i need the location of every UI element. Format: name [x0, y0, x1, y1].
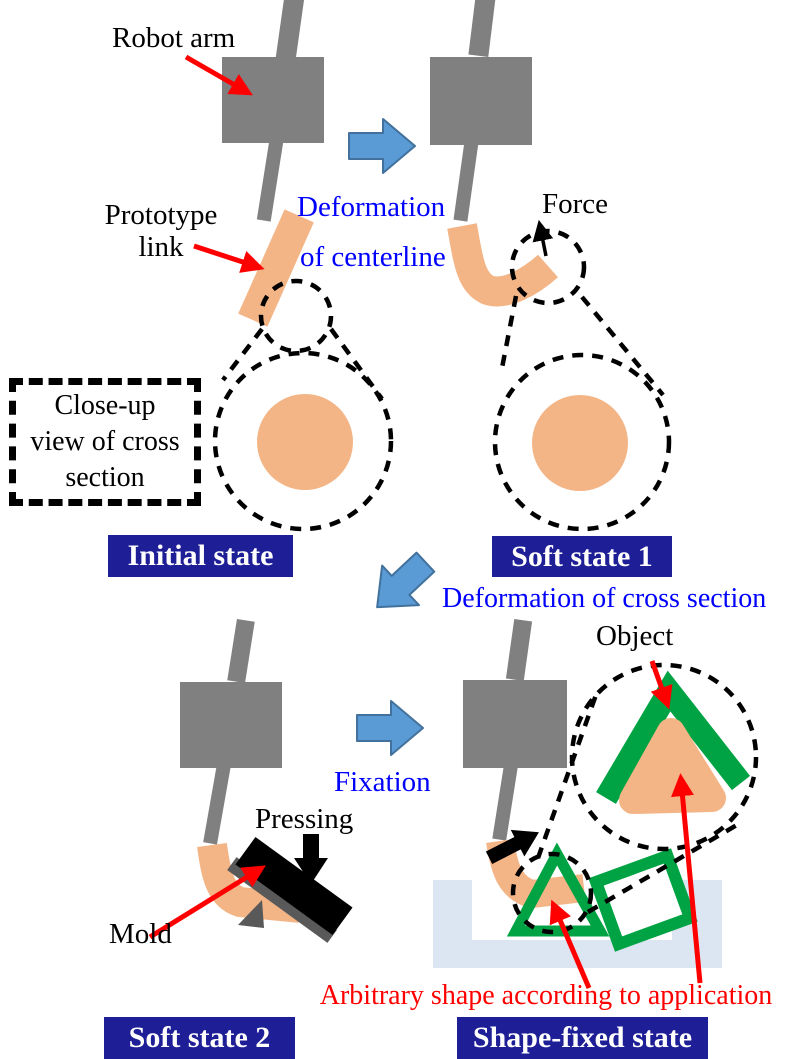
- prototype-link-pointer-arrow: [193, 243, 265, 273]
- mold-black-bar: [235, 836, 353, 936]
- state-badge-shape-fixed: Shape-fixed state: [457, 1017, 708, 1059]
- magnifier-cone-line-4a: [535, 691, 600, 859]
- release-direction-arrow: [485, 829, 539, 864]
- arbitrary-shape-label: Arbitrary shape according to application: [319, 980, 773, 1011]
- object-label: Object: [596, 620, 674, 652]
- cross-section-circle-2: [532, 395, 628, 491]
- deformation-cross-section-label: Deformation of cross section: [442, 583, 767, 614]
- deformation-centerline-label-line2: of centerline: [300, 241, 446, 273]
- robot-lower-rod-3: [203, 763, 231, 845]
- deformation-centerline-label-line1: Deformation: [297, 191, 446, 223]
- robot-arm-pointer-arrow: [184, 54, 253, 96]
- pressing-label: Pressing: [255, 803, 354, 835]
- robot-body-2: [430, 57, 532, 145]
- fixation-label: Fixation: [334, 766, 431, 798]
- magnifier-big-circle-4: [569, 662, 759, 852]
- arbitrary-shape-pointer-arrow-triangle: [549, 899, 592, 989]
- object-pointer-arrow: [649, 660, 673, 710]
- robot-upper-rod-1: [275, 0, 305, 63]
- mold-pointer-arrow: [148, 865, 266, 940]
- magnifier-cone-line-4b: [586, 820, 744, 914]
- robot-body-1: [222, 57, 324, 143]
- state-badge-soft2: Soft state 2: [104, 1017, 295, 1059]
- magnifier-big-circle-1: [212, 350, 394, 532]
- green-square-mold: [588, 848, 698, 952]
- state-badge-initial: Initial state: [108, 535, 293, 577]
- mold-label: Mold: [109, 918, 172, 950]
- arbitrary-shape-pointer-arrow-blob: [671, 773, 703, 984]
- green-triangle-mold: [506, 842, 610, 937]
- magnifier-big-circle-2: [492, 352, 672, 532]
- state-badge-soft1: Soft state 1: [492, 536, 672, 577]
- transition-arrow-right-2: [356, 700, 424, 756]
- prototype-link-label-line1: Prototype: [104, 199, 218, 231]
- mold-corner-piece: [238, 900, 264, 928]
- robot-lower-rod-2: [453, 140, 479, 222]
- prototype-link-label-line2: link: [138, 231, 184, 263]
- cross-section-circle-1: [257, 394, 353, 490]
- robot-upper-rod-4: [505, 619, 533, 681]
- force-label: Force: [542, 188, 609, 220]
- closeup-note-line1: Close-up: [54, 390, 156, 421]
- transition-arrow-downleft: [376, 551, 436, 609]
- transition-arrow-right-1: [348, 118, 416, 174]
- prototype-link-bent-3: [197, 842, 302, 923]
- magnifier-cone-line-2b: [580, 295, 665, 397]
- magnifier-small-circle-4: [510, 851, 594, 935]
- robot-arm-label: Robot arm: [112, 22, 236, 54]
- magnifier-cone-line-1b: [329, 327, 384, 401]
- robot-body-3: [180, 682, 282, 768]
- pressing-arrow: [294, 834, 328, 884]
- magnifier-cone-line-1a: [221, 327, 264, 382]
- closeup-note-line2: view of cross: [30, 426, 180, 457]
- robot-upper-rod-2: [468, 0, 496, 57]
- force-arrow: [532, 219, 554, 257]
- prototype-link-straight: [238, 209, 314, 327]
- tray-shape: [433, 880, 722, 968]
- robot-body-4: [463, 680, 567, 768]
- robot-lower-rod-1: [256, 140, 284, 222]
- robot-lower-rod-4: [492, 765, 518, 841]
- magnifier-small-circle-1: [258, 278, 334, 354]
- prototype-link-bent-2: [447, 223, 558, 307]
- closeup-note-line3: section: [65, 462, 145, 493]
- robot-upper-rod-3: [227, 618, 255, 684]
- magnifier-cone-line-2a: [499, 295, 519, 369]
- closeup-note-box: Close-up view of cross section: [9, 378, 201, 506]
